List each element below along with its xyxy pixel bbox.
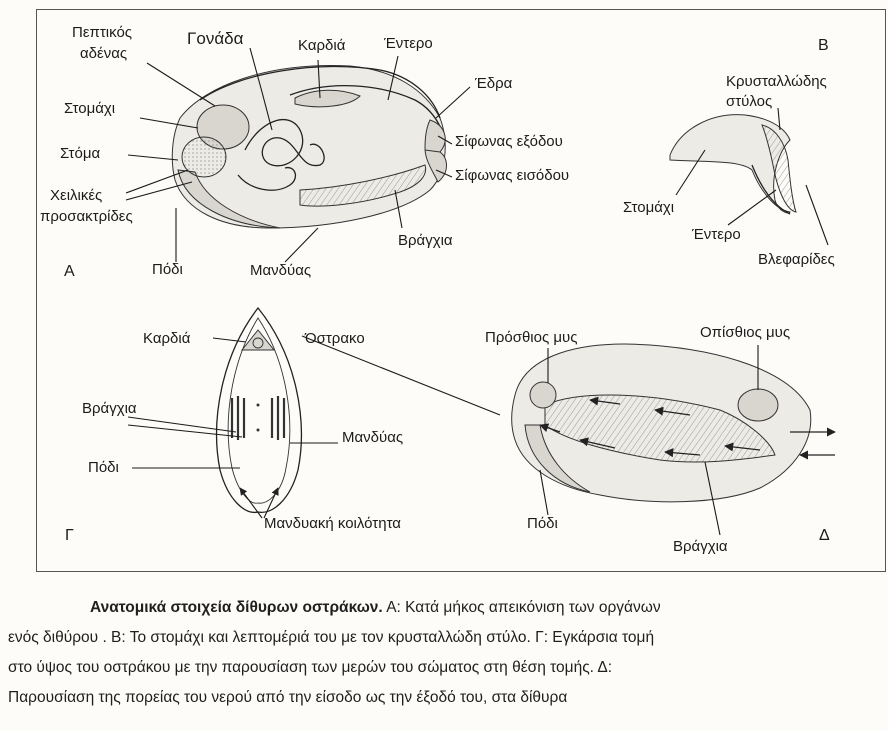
label-gill-g: Βράγχια	[82, 400, 137, 417]
figure-caption: Ανατομικά στοιχεία δίθυρων οστράκων. Α: …	[8, 593, 888, 713]
lead-intestine-b	[728, 190, 776, 225]
lead-mantle	[285, 228, 318, 262]
lead-peptic-gland	[147, 63, 215, 106]
label-anus: Έδρα	[474, 75, 513, 92]
label-mantle-a: Μανδύας	[250, 262, 311, 279]
panel-d-anterior-muscle	[530, 382, 556, 408]
panel-g-body-dot-2	[257, 429, 260, 432]
label-cilia: Βλεφαρίδες	[758, 251, 835, 268]
label-foot-d: Πόδι	[527, 515, 558, 532]
caption-text-1: Α: Κατά μήκος απεικόνιση των οργάνων	[386, 599, 660, 616]
panel-letter-b: B	[818, 37, 829, 54]
label-gill-d: Βράγχια	[673, 538, 728, 555]
label-mantle-g: Μανδύας	[342, 429, 403, 446]
label-foot-g: Πόδι	[88, 459, 119, 476]
label-labial-palps-2: προσακτρίδες	[40, 208, 133, 225]
lead-mouth	[128, 155, 178, 160]
label-peptic-gland-1: Πεπτικός	[72, 24, 132, 41]
label-labial-palps-1: Χειλικές	[50, 187, 102, 204]
panel-g-body-dot	[257, 404, 260, 407]
panel-letter-d: Δ	[819, 527, 830, 544]
caption-line-2: ενός διθύρου . Β: Το στομάχι και λεπτομέ…	[8, 623, 888, 653]
label-intestine-b: Έντερο	[691, 226, 741, 243]
panel-letter-a: A	[64, 263, 75, 280]
label-mouth: Στόμα	[60, 145, 100, 162]
lead-cilia	[806, 185, 828, 245]
panel-d-water-flow: Πρόσθιος μυς Οπίσθιος μυς Πόδι Βράγχια Δ	[485, 324, 835, 555]
lead-gill-g-1	[128, 417, 236, 432]
label-crystalline-style-2: στύλος	[726, 93, 772, 110]
label-stomach-b: Στομάχι	[623, 199, 674, 216]
panel-a-gland-shape	[182, 137, 226, 177]
panel-g-gills	[232, 396, 284, 440]
lead-anus	[436, 87, 470, 118]
label-heart-a: Καρδιά	[298, 37, 346, 54]
label-anterior-muscle: Πρόσθιος μυς	[485, 329, 577, 346]
label-posterior-muscle: Οπίσθιος μυς	[700, 324, 790, 341]
label-peptic-gland-2: αδένας	[80, 45, 127, 62]
label-intestine-a: Έντερο	[383, 35, 433, 52]
lead-shell	[302, 336, 500, 415]
panel-letter-g: Γ	[65, 527, 74, 544]
label-stomach-a: Στομάχι	[64, 100, 115, 117]
panel-a-longitudinal-section: Πεπτικός αδένας Γονάδα Καρδιά Έντερο Έδρ…	[40, 24, 569, 280]
label-shell: Όστρακο	[304, 330, 365, 347]
label-crystalline-style-1: Κρυσταλλώδης	[726, 73, 827, 90]
lead-heart-g	[213, 338, 246, 342]
lead-cavity-2	[264, 488, 278, 518]
label-exhalant-siphon: Σίφωνας εξόδου	[455, 133, 563, 150]
label-inhalant-siphon: Σίφωνας εισόδου	[455, 167, 569, 184]
panel-g-transverse-section: Καρδιά Όστρακο Βράγχια Μανδύας Πόδι Μανδ…	[65, 308, 500, 544]
label-gill-a: Βράγχια	[398, 232, 453, 249]
label-foot-a: Πόδι	[152, 261, 183, 278]
caption-line-4: Παρουσίαση της πορείας του νερού από την…	[8, 683, 888, 713]
caption-title: Ανατομικά στοιχεία δίθυρων οστράκων.	[90, 599, 383, 616]
label-gonad: Γονάδα	[187, 29, 244, 48]
panel-b-stomach-detail: B Κρυσταλλώδης στύλος Στομάχι Έντερο Βλε…	[623, 37, 835, 268]
label-heart-g: Καρδιά	[143, 330, 191, 347]
caption-line-3: στο ύψος του οστράκου με την παρουσίαση …	[8, 653, 888, 683]
caption-line-1: Ανατομικά στοιχεία δίθυρων οστράκων. Α: …	[8, 593, 888, 623]
label-mantle-cavity: Μανδυακή κοιλότητα	[264, 515, 401, 532]
panel-d-posterior-muscle	[738, 389, 778, 421]
